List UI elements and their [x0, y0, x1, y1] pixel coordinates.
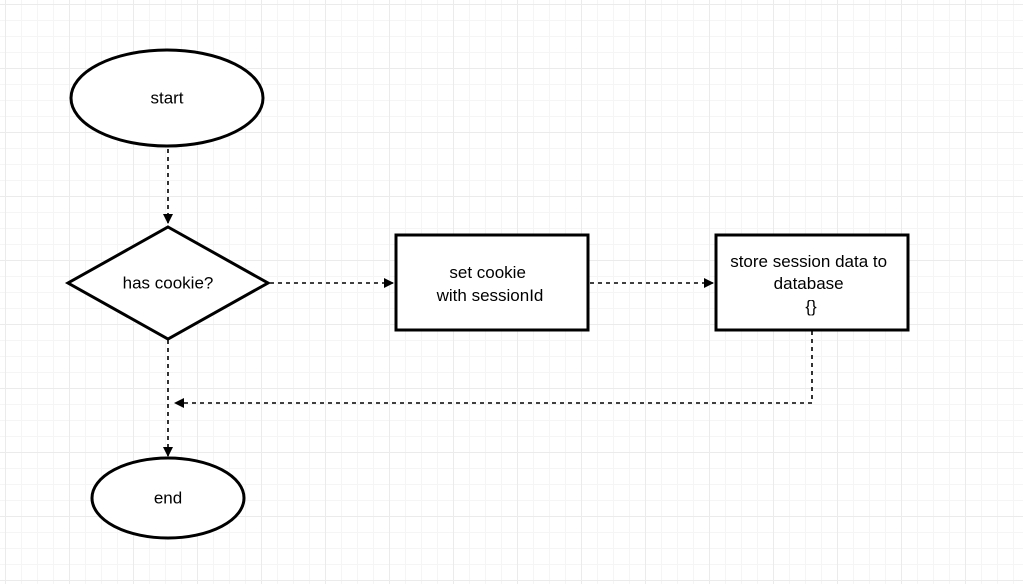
set-cookie-label: set cookie with sessionId [436, 263, 544, 305]
store-session-label-line-2: database [774, 274, 844, 293]
set-cookie-process[interactable]: set cookie with sessionId [394, 233, 590, 332]
edge-store-session-return[interactable] [174, 331, 813, 408]
store-session-process[interactable]: store session data to database {} [714, 233, 910, 332]
end-node[interactable]: end [90, 456, 246, 540]
set-cookie-label-line-1: set cookie [449, 263, 526, 282]
store-session-label-line-1: store session data to [730, 252, 887, 271]
start-node[interactable]: start [69, 48, 265, 148]
has-cookie-decision[interactable]: has cookie? [64, 225, 272, 341]
end-label: end [154, 489, 182, 508]
store-session-label: store session data to database {} [730, 252, 892, 316]
end-ellipse [90, 456, 246, 540]
start-ellipse [69, 48, 265, 148]
decision-diamond [64, 225, 272, 341]
start-label: start [150, 89, 183, 108]
set-cookie-label-line-2: with sessionId [436, 286, 544, 305]
store-session-box [714, 233, 910, 332]
set-cookie-box [394, 233, 590, 332]
decision-label: has cookie? [123, 274, 214, 293]
store-session-label-line-3: {} [805, 297, 817, 316]
